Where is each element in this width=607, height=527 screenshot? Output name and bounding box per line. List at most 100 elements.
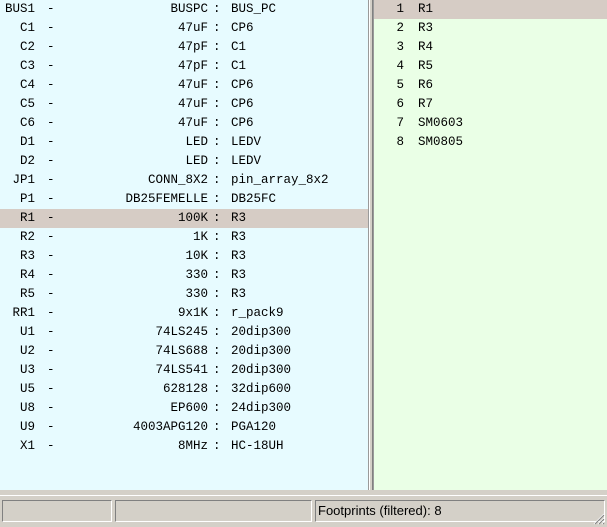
component-row[interactable]: P1-DB25FEMELLE:DB25FC	[0, 190, 368, 209]
component-value: 100K	[177, 211, 208, 225]
footprint-row[interactable]: 8 SM0805	[374, 133, 607, 152]
footprint-name: R6	[418, 78, 434, 92]
status-panel-2	[115, 500, 312, 522]
component-row[interactable]: BUS1-BUSPC:BUS_PC	[0, 0, 368, 19]
component-row[interactable]: C2-47pF:C1	[0, 38, 368, 57]
component-ref: U2	[19, 344, 35, 358]
component-row[interactable]: C4-47uF:CP6	[0, 76, 368, 95]
component-value: 47pF	[177, 40, 208, 54]
component-row[interactable]: R1-100K:R3	[0, 209, 368, 228]
component-value: 1K	[192, 230, 208, 244]
component-footprint: C1	[231, 40, 247, 54]
component-value: 47uF	[177, 97, 208, 111]
component-footprint: CP6	[231, 116, 254, 130]
component-row[interactable]: U8-EP600:24dip300	[0, 399, 368, 418]
component-row[interactable]: RR1-9x1K:r_pack9	[0, 304, 368, 323]
component-footprint: 20dip300	[231, 344, 292, 358]
component-footprint: 20dip300	[231, 325, 292, 339]
footprint-number: 7	[396, 116, 404, 130]
row-colon: :	[213, 59, 221, 73]
component-row[interactable]: D2-LED:LEDV	[0, 152, 368, 171]
component-row[interactable]: U1-74LS245:20dip300	[0, 323, 368, 342]
component-footprint: R3	[231, 249, 247, 263]
row-colon: :	[213, 363, 221, 377]
component-row[interactable]: U9-4003APG120:PGA120	[0, 418, 368, 437]
row-dash: -	[47, 382, 55, 396]
component-value: 8MHz	[177, 439, 208, 453]
component-footprint: CP6	[231, 21, 254, 35]
row-dash: -	[47, 135, 55, 149]
row-dash: -	[47, 306, 55, 320]
row-dash: -	[47, 173, 55, 187]
component-row[interactable]: R2-1K:R3	[0, 228, 368, 247]
footprint-number: 8	[396, 135, 404, 149]
row-dash: -	[47, 420, 55, 434]
row-dash: -	[47, 249, 55, 263]
component-value: EP600	[170, 401, 208, 415]
component-row[interactable]: C5-47uF:CP6	[0, 95, 368, 114]
component-value: 9x1K	[177, 306, 208, 320]
component-row[interactable]: R4-330:R3	[0, 266, 368, 285]
component-row[interactable]: U5-628128:32dip600	[0, 380, 368, 399]
component-footprint: DB25FC	[231, 192, 277, 206]
component-row[interactable]: C1-47uF:CP6	[0, 19, 368, 38]
row-dash: -	[47, 192, 55, 206]
component-value: 47uF	[177, 78, 208, 92]
row-colon: :	[213, 78, 221, 92]
component-value: LED	[185, 135, 208, 149]
component-footprint: HC-18UH	[231, 439, 284, 453]
footprint-name: R4	[418, 40, 434, 54]
row-dash: -	[47, 287, 55, 301]
row-colon: :	[213, 40, 221, 54]
component-ref: C4	[19, 78, 35, 92]
row-dash: -	[47, 78, 55, 92]
row-dash: -	[47, 21, 55, 35]
component-ref: C2	[19, 40, 35, 54]
footprint-name: SM0805	[418, 135, 464, 149]
component-value: 74LS245	[155, 325, 208, 339]
footprint-number: 2	[396, 21, 404, 35]
component-row[interactable]: D1-LED:LEDV	[0, 133, 368, 152]
component-row[interactable]: C6-47uF:CP6	[0, 114, 368, 133]
component-footprint: PGA120	[231, 420, 277, 434]
footprint-number: 6	[396, 97, 404, 111]
component-value: BUSPC	[170, 2, 208, 16]
footprint-number: 1	[396, 2, 404, 16]
row-dash: -	[47, 97, 55, 111]
footprint-row[interactable]: 1 R1	[374, 0, 607, 19]
component-footprint: CP6	[231, 97, 254, 111]
component-ref: U5	[19, 382, 35, 396]
component-row[interactable]: U2-74LS688:20dip300	[0, 342, 368, 361]
component-value: 10K	[185, 249, 208, 263]
component-value: LED	[185, 154, 208, 168]
component-value: 47uF	[177, 21, 208, 35]
row-dash: -	[47, 268, 55, 282]
component-ref: RR1	[12, 306, 35, 320]
component-row[interactable]: X1-8MHz:HC-18UH	[0, 437, 368, 456]
pane-splitter[interactable]	[369, 0, 373, 490]
component-row[interactable]: JP1-CONN_8X2:pin_array_8x2	[0, 171, 368, 190]
component-row[interactable]: U3-74LS541:20dip300	[0, 361, 368, 380]
row-dash: -	[47, 59, 55, 73]
component-footprint: 20dip300	[231, 363, 292, 377]
component-row[interactable]: R3-10K:R3	[0, 247, 368, 266]
resize-grip-icon[interactable]	[591, 511, 605, 525]
row-colon: :	[213, 306, 221, 320]
component-row[interactable]: R5-330:R3	[0, 285, 368, 304]
component-ref: C1	[19, 21, 35, 35]
row-colon: :	[213, 211, 221, 225]
component-ref: JP1	[12, 173, 35, 187]
component-ref: R5	[19, 287, 35, 301]
footprint-name: R1	[418, 2, 434, 16]
component-footprint: pin_array_8x2	[231, 173, 329, 187]
component-row[interactable]: C3-47pF:C1	[0, 57, 368, 76]
row-colon: :	[213, 116, 221, 130]
